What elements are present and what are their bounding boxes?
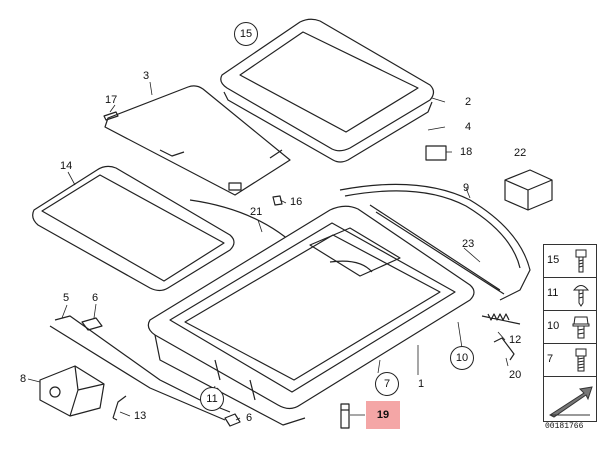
hardware-item-15: 15 <box>544 245 596 278</box>
clip-17-drawing <box>103 111 119 121</box>
clip-16-drawing <box>272 195 283 206</box>
callout-2: 2 <box>465 96 472 108</box>
callout-20: 20 <box>509 369 522 381</box>
callout-10-circled: 10 <box>450 346 474 370</box>
callout-8: 8 <box>20 373 27 385</box>
sunshade-panel-drawing <box>104 85 291 196</box>
sunroof-frame-drawing <box>147 205 475 426</box>
glass-panel-drawing <box>220 18 435 152</box>
guide-rail-23-drawing <box>369 204 505 295</box>
callout-6-lower: 6 <box>246 412 253 424</box>
direction-arrow-icon <box>544 381 596 421</box>
frame-seal-drawing <box>32 165 235 292</box>
label-18-drawing <box>425 145 447 161</box>
hardware-item-number: 7 <box>547 353 554 365</box>
hardware-item-7: 7 <box>544 344 596 377</box>
callout-14: 14 <box>60 160 73 172</box>
callout-23: 23 <box>462 238 475 250</box>
bracket-20-drawing <box>493 337 515 361</box>
hardware-item-11: 11 <box>544 278 596 311</box>
glass-seal-drawing <box>223 91 433 163</box>
clip-6b-drawing <box>224 413 241 427</box>
hardware-item-10: 10 <box>544 311 596 344</box>
spring-12-drawing <box>481 313 521 325</box>
hex-socket-screw-icon <box>575 348 587 372</box>
spacer-19-drawing <box>340 403 350 429</box>
callout-5: 5 <box>63 292 70 304</box>
callout-13: 13 <box>134 410 147 422</box>
callout-18: 18 <box>460 146 473 158</box>
callout-17: 17 <box>105 94 118 106</box>
callout-7-circled: 7 <box>375 372 399 396</box>
callout-6-upper: 6 <box>92 292 99 304</box>
hardware-legend-panel: 15 11 10 7 <box>543 244 597 422</box>
hex-flange-bolt-icon <box>572 316 590 339</box>
callout-22: 22 <box>514 147 527 159</box>
hardware-item-number: 11 <box>547 287 559 299</box>
callout-3: 3 <box>143 70 150 82</box>
hex-socket-bolt-icon <box>575 249 587 273</box>
callout-1: 1 <box>418 378 425 390</box>
callout-21: 21 <box>250 206 263 218</box>
clip-6a-drawing <box>81 317 103 331</box>
hardware-item-number: 10 <box>547 320 560 332</box>
callout-11-circled: 11 <box>200 387 224 411</box>
callout-12: 12 <box>509 334 522 346</box>
callout-16: 16 <box>290 196 303 208</box>
hardware-item-number: 15 <box>547 254 560 266</box>
round-head-screw-icon <box>572 285 590 307</box>
callout-4: 4 <box>465 121 472 133</box>
repair-kit-22-drawing <box>504 169 553 211</box>
callout-15-circled: 15 <box>234 22 258 46</box>
wind-deflector-drawing <box>339 183 531 301</box>
diagram-reference-number: 00181766 <box>545 422 584 431</box>
callout-9: 9 <box>463 182 470 194</box>
bracket-13-drawing <box>112 395 127 421</box>
callout-19-highlighted[interactable]: 19 <box>366 401 400 429</box>
drive-motor-drawing <box>39 365 105 417</box>
